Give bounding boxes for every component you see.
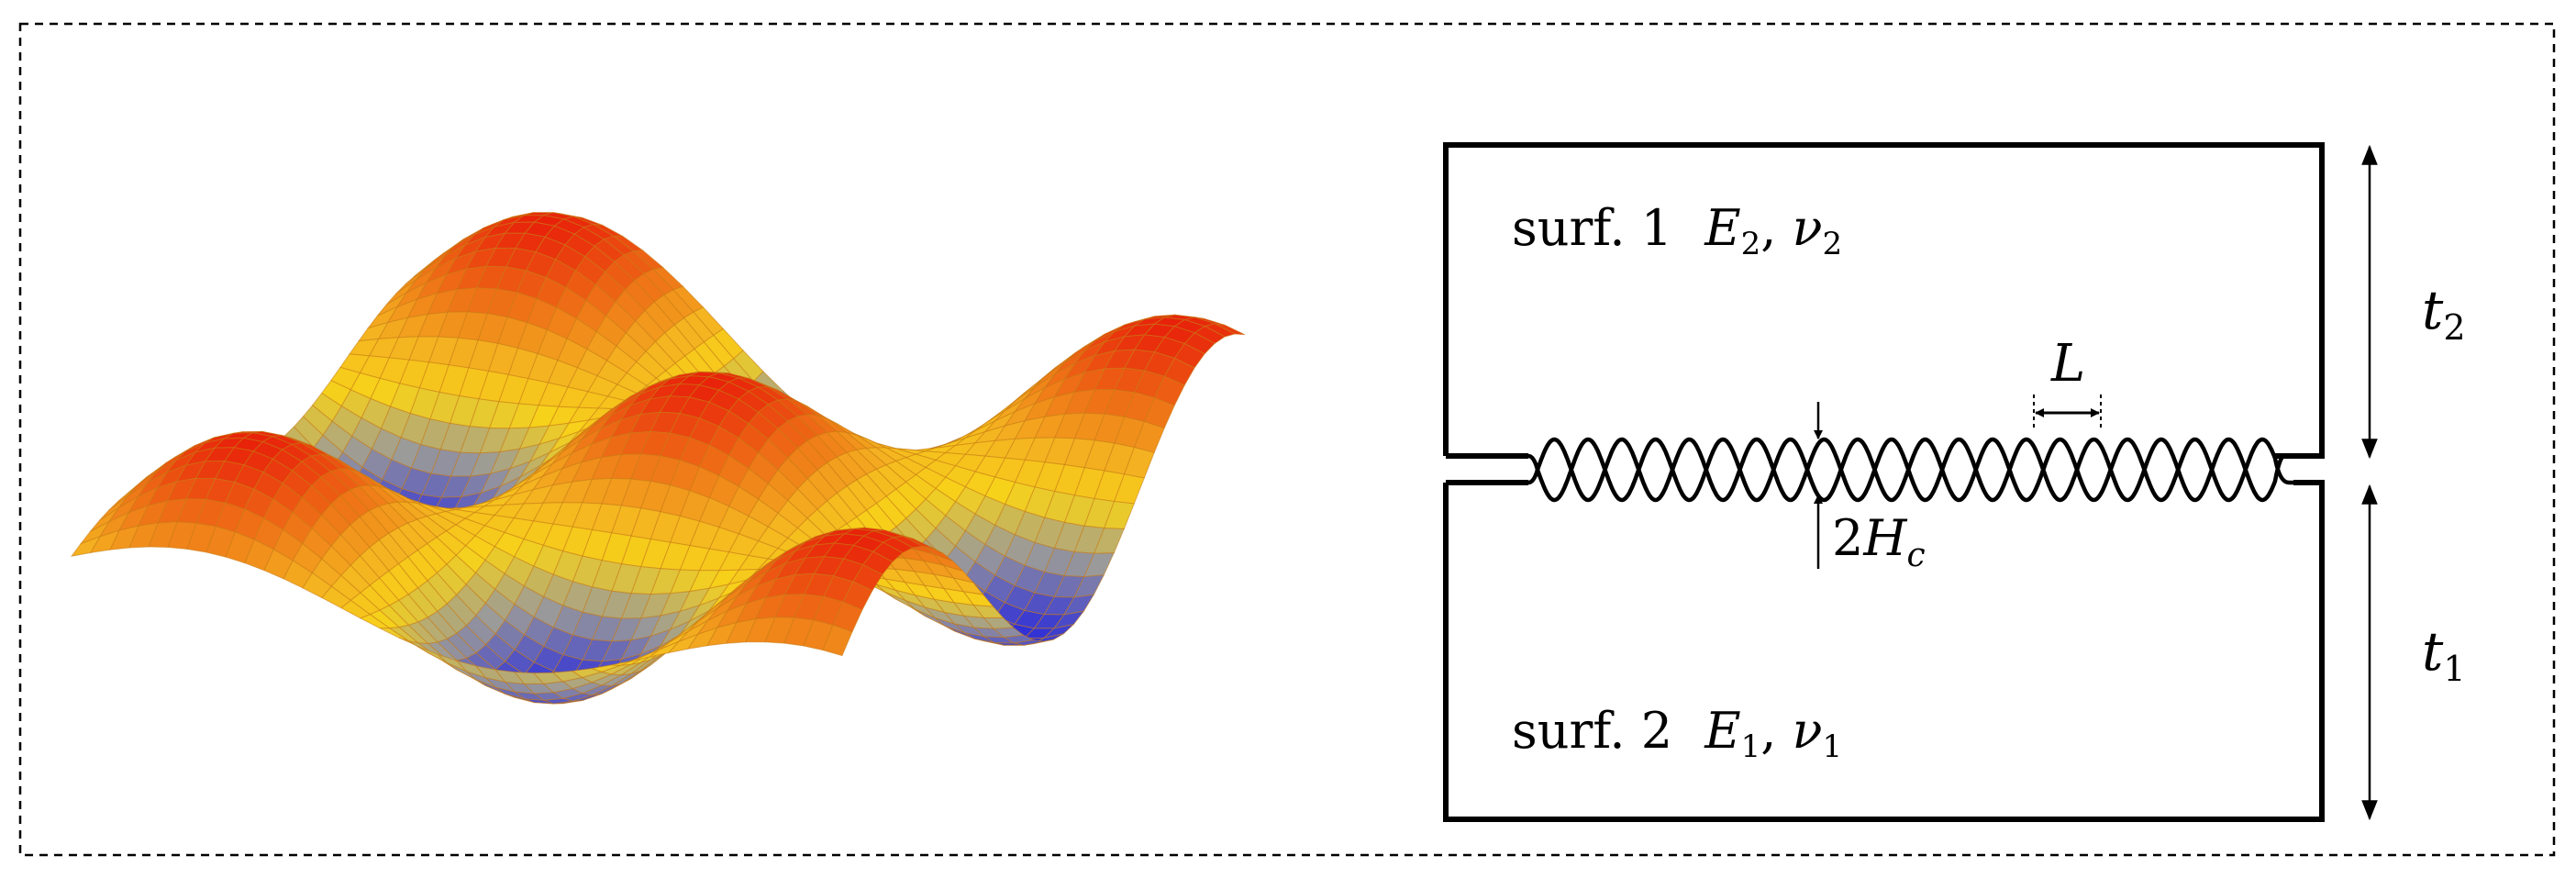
amplitude-subscript: c: [1906, 537, 1925, 574]
thickness-lower-symbol: t: [2422, 620, 2444, 683]
svg-text:surf. 2 E1, ν1: surf. 2 E1, ν1: [1512, 702, 1842, 765]
wavelength-label: L: [2050, 334, 2085, 394]
thickness-lower-subscript: 1: [2443, 649, 2465, 689]
surf2-modulus-subscript: 1: [1741, 728, 1761, 765]
dashed-frame: [18, 22, 2556, 857]
svg-text:t1: t1: [2422, 620, 2466, 689]
svg-text:2Hc: 2Hc: [1832, 509, 1926, 574]
surf2-poisson-subscript: 1: [1822, 728, 1842, 765]
upper-interface-wave: [1527, 437, 2322, 503]
surf1-modulus-symbol: E: [1704, 199, 1740, 257]
contact-schematic: surf. 1 E2, ν2 surf. 2 E1, ν1 t2 t1 L 2H…: [1443, 142, 2466, 822]
surf1-poisson-symbol: ν: [1793, 199, 1823, 257]
svg-text:t2: t2: [2422, 279, 2466, 348]
svg-text:surf. 1 E2, ν2: surf. 1 E2, ν2: [1512, 199, 1842, 262]
wavy-surface-3d: [70, 212, 1246, 705]
surf1-poisson-subscript: 2: [1822, 226, 1842, 262]
lower-interface-wave: [1527, 437, 2322, 503]
amplitude-symbol: H: [1862, 509, 1907, 567]
thickness-upper-subscript: 2: [2443, 307, 2465, 348]
surf1-label: surf. 1: [1512, 199, 1672, 257]
surface-facet: [822, 624, 853, 657]
upper-body-outline: [1443, 142, 2325, 459]
surf2-modulus-symbol: E: [1704, 702, 1740, 760]
amplitude-prefix: 2: [1832, 509, 1863, 567]
surf2-poisson-symbol: ν: [1793, 702, 1823, 760]
thickness-upper-symbol: t: [2422, 279, 2444, 341]
surf2-label: surf. 2: [1512, 702, 1672, 760]
surf1-modulus-subscript: 2: [1741, 226, 1761, 262]
